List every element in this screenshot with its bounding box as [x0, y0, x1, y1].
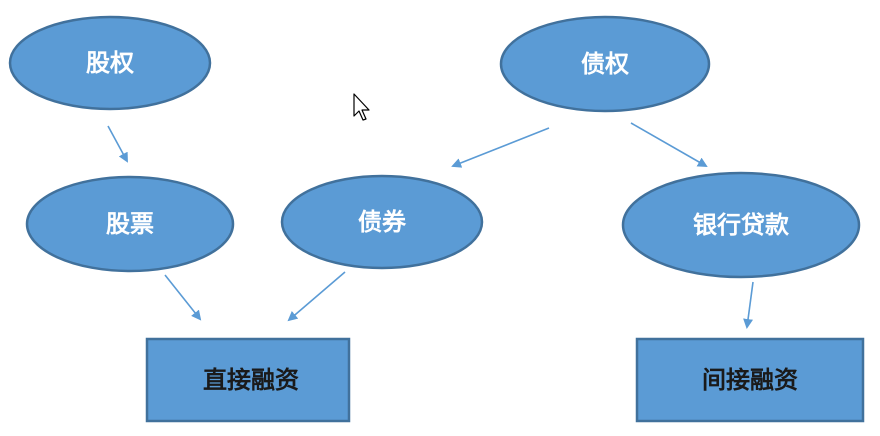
node-stock: 股票 [25, 175, 235, 273]
node-stock-label: 股票 [106, 210, 154, 238]
arrow-equity-to-stock [107, 125, 128, 163]
node-bond: 债券 [280, 174, 484, 270]
node-equity-shape [8, 15, 212, 111]
arrow-debt-to-bond [451, 127, 550, 168]
node-debt-label: 债权 [581, 50, 629, 78]
arrow-debt-to-bank-loan [630, 122, 708, 167]
arrow-stock-to-direct-financing [164, 274, 202, 321]
node-equity: 股权 [8, 15, 212, 111]
node-bond-shape [280, 174, 484, 270]
arrow-bond-to-direct-financing [287, 271, 346, 322]
node-equity-label: 股权 [86, 49, 134, 77]
edges [107, 122, 754, 329]
node-bank-loan-label: 银行贷款 [693, 211, 790, 239]
node-direct-financing: 直接融资 [145, 337, 351, 423]
node-bank-loan-shape [621, 171, 861, 279]
node-direct-financing-label: 直接融资 [203, 366, 299, 394]
node-stock-shape [25, 175, 235, 273]
arrow-cursor-icon [353, 93, 370, 121]
arrow-bank-loan-to-indirect-financing [743, 281, 754, 329]
node-indirect-financing: 间接融资 [635, 337, 865, 423]
node-debt: 债权 [499, 15, 711, 113]
node-bank-loan: 银行贷款 [621, 171, 861, 279]
node-bond-label: 债券 [358, 208, 407, 236]
node-indirect-financing-label: 间接融资 [702, 366, 798, 394]
node-debt-shape [499, 15, 711, 113]
node-indirect-financing-shape [635, 337, 865, 423]
node-direct-financing-shape [145, 337, 351, 423]
